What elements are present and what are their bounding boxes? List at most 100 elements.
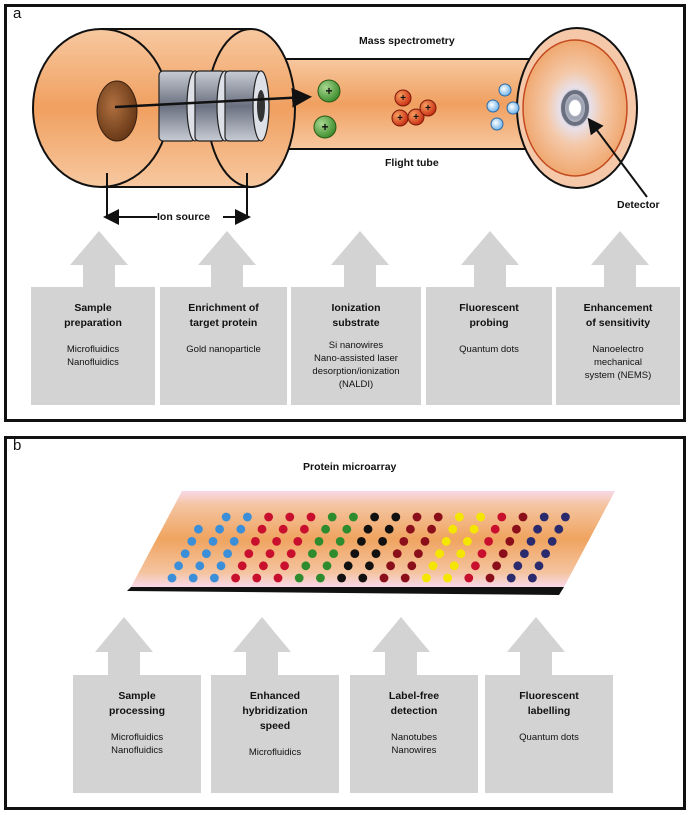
microarray-spot [534,561,544,571]
microarray-spot [321,524,330,534]
microarray-spot [293,537,303,546]
microarray-spot [485,573,495,583]
microarray-spot [490,524,500,534]
microarray-spot [420,537,430,546]
microarray-spot [265,549,275,558]
sample-spot [96,80,138,142]
microarray-spot [244,549,254,558]
microarray-spot [301,561,311,571]
microarray-spot [476,512,485,522]
microarray-spot [208,537,218,546]
microarray-spot [407,561,417,571]
microarray-spot [498,549,508,558]
microarray-spot [506,573,516,583]
microarray-spot [370,512,379,522]
panel-a: a [4,4,686,422]
microarray-spot [441,537,451,546]
detector-pointer-arrow [587,117,648,198]
microarray-spot [335,537,345,546]
microarray-spot [505,537,515,546]
svg-text:+: + [400,93,406,104]
microarray-spot [371,549,381,558]
microarray-spot [378,537,387,546]
microarray-spot [484,537,493,546]
microarray-spot [349,512,358,522]
microarray-spot [264,512,273,522]
svg-text:+: + [321,120,328,134]
microarray-spot [251,537,260,546]
microarray-spot [357,537,366,546]
ion-optics-rings [158,70,270,142]
microarray-spot [449,561,459,571]
microarray-spot [406,524,415,534]
microarray-spot [456,549,466,558]
microarray-spot [391,512,401,522]
microarray-spot [167,573,177,583]
microarray-spot [539,512,549,522]
microarray-spot [384,524,394,534]
microarray-spot [322,561,332,571]
microarray-spot [202,549,211,558]
microarray-spot [187,537,197,546]
microarray-slide [131,491,615,587]
microarray-spot [428,561,438,571]
microarray-spot [497,512,507,522]
microarray-spot [477,549,487,558]
microarray-spot [379,573,389,583]
ion-source-label: Ion source [157,211,211,223]
svg-text:+: + [425,103,431,114]
microarray-spot [350,549,360,558]
microarray-spot [399,537,409,546]
microarray-spot [280,561,289,571]
microarray-spot [273,573,283,583]
microarray-spot [427,524,436,534]
microarray-spot [308,549,317,558]
microarray-spot [358,573,368,583]
microarray-spot [433,512,443,522]
positive-ions-red: + + + + [391,89,437,127]
protein-microarray-diagram [95,491,615,677]
microarray-spot [541,549,550,558]
microarray-spot [215,524,225,534]
flight-tube-label: Flight tube [385,157,439,169]
microarray-spot [365,561,374,571]
microarray-spot [188,573,198,583]
microarray-spot [180,549,190,558]
mass-spectrometry-label: Mass spectrometry [359,35,455,47]
microarray-spot [412,512,422,522]
microarray-spot [300,524,309,534]
microarray-spot [278,524,288,534]
microarray-spot [528,573,537,583]
microarray-spot [195,561,205,571]
microarray-spot [386,561,395,571]
microarray-spot [443,573,452,583]
microarray-spot [257,524,267,534]
microarray-spot [174,561,184,571]
svg-text:+: + [397,113,403,124]
microarray-spot [513,561,523,571]
microarray-spot [392,549,402,558]
microarray-spot [342,524,352,534]
microarray-spot [306,512,316,522]
microarray-spot [400,573,410,583]
svg-text:+: + [413,112,419,123]
microarray-spot [272,537,281,546]
mass-spectrometer-diagram: + + + + + + [32,27,649,289]
microarray-spot [223,549,233,558]
microarray-spot [294,573,304,583]
microarray-spot [343,561,353,571]
microarray-spot [329,549,338,558]
microarray-spot [520,549,529,558]
microarray-spot [236,524,246,534]
microarray-spot [561,512,570,522]
microarray-spot [526,537,536,546]
microarray-spot [455,512,464,522]
